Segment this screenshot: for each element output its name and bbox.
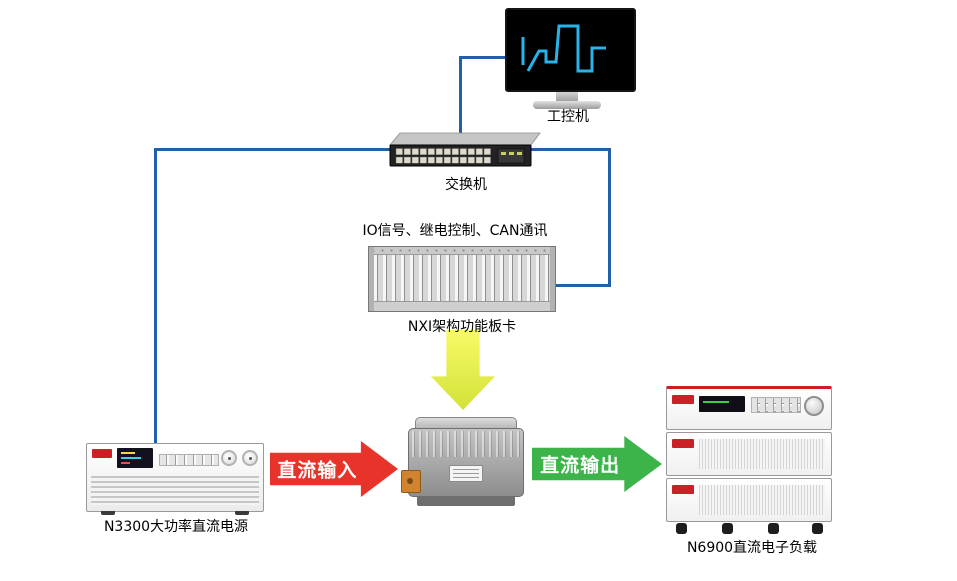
psu-output-socket-right <box>242 450 258 466</box>
psu-display <box>117 448 153 468</box>
monitor-stand-base <box>533 101 601 109</box>
cable-ipc-switch-horizontal <box>459 56 507 59</box>
dut-base <box>417 496 515 506</box>
load-brand-logo <box>672 439 694 448</box>
switch-label: 交换机 <box>445 177 487 193</box>
nxi-annotation: IO信号、继电控制、CAN通讯 <box>362 223 548 239</box>
load-caster <box>768 523 779 534</box>
nxi-chassis <box>368 246 556 312</box>
load-unit-middle <box>666 432 832 476</box>
nxi-right-ear <box>550 247 555 311</box>
cable-switch-nxi-horizontal <box>528 148 611 151</box>
load-device <box>666 386 832 534</box>
cable-switch-psu-vertical <box>154 148 157 446</box>
switch-ports <box>395 148 491 164</box>
industrial-pc-monitor <box>505 8 636 92</box>
cable-switch-nxi-vertical <box>608 148 611 287</box>
load-unit-bottom <box>666 478 832 522</box>
load-buttons <box>751 397 801 413</box>
dut-cooling-fins <box>412 431 520 457</box>
load-unit-top <box>666 386 832 430</box>
load-caster <box>676 523 687 534</box>
dc-output-label: 直流输出 <box>540 454 621 477</box>
cable-switch-psu-horizontal <box>154 148 394 151</box>
psu-output-socket-left <box>221 450 237 466</box>
load-brand-logo <box>672 395 694 404</box>
load-caster <box>722 523 733 534</box>
load-display <box>699 396 745 412</box>
control-signal-arrow <box>431 330 495 410</box>
dc-input-label: 直流输入 <box>277 459 358 482</box>
waveform-chart <box>521 24 606 73</box>
dut-nameplate <box>449 465 483 482</box>
cable-ipc-switch-vertical <box>459 56 462 136</box>
ipc-label: 工控机 <box>547 109 589 125</box>
dut-converter <box>401 417 524 506</box>
load-brand-logo <box>672 485 694 494</box>
psu-device <box>86 443 264 515</box>
monitor-stand-neck <box>556 92 578 103</box>
load-knob <box>804 396 824 416</box>
psu-buttons <box>159 454 219 466</box>
psu-vents <box>91 476 259 505</box>
psu-foot-left <box>101 511 115 515</box>
psu-brand-logo <box>92 449 112 458</box>
dut-dc-connector <box>401 470 421 493</box>
load-vents <box>699 439 825 469</box>
psu-label: N3300大功率直流电源 <box>103 519 249 535</box>
dc-input-arrow: 直流输入 <box>270 441 398 497</box>
load-label: N6900直流电子负载 <box>686 540 818 556</box>
nxi-label: NXI架构功能板卡 <box>407 319 517 335</box>
nxi-left-ear <box>369 247 374 311</box>
ethernet-switch <box>389 132 541 167</box>
dc-output-arrow: 直流输出 <box>532 436 662 492</box>
dut-body <box>408 428 524 497</box>
cable-nxi-elbow <box>556 284 611 287</box>
load-caster <box>812 523 823 534</box>
load-vents <box>699 485 825 515</box>
psu-foot-right <box>235 511 249 515</box>
nxi-bottom-rail <box>369 301 555 311</box>
nxi-card-slots <box>374 255 550 301</box>
nxi-top-rail <box>369 247 555 255</box>
